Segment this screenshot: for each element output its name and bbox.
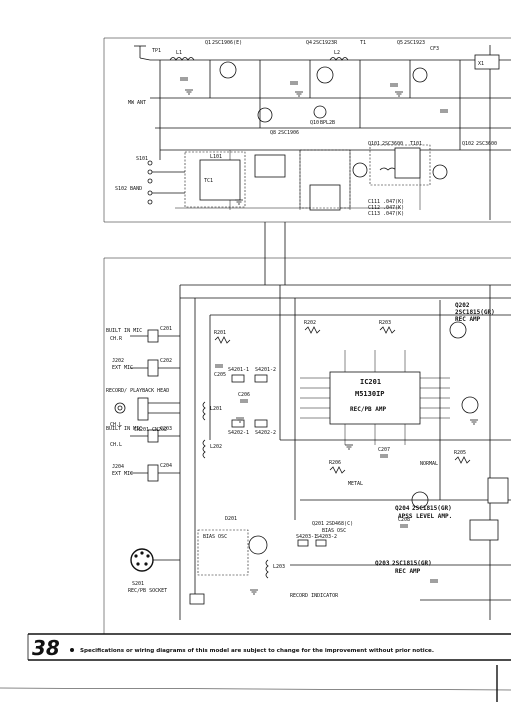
q203-function: REC AMP	[395, 568, 421, 575]
j204-label: EXT MIC	[112, 471, 133, 477]
socket-ref: S201	[132, 581, 144, 587]
j203-sub: CH.L	[110, 442, 122, 448]
q102-part: 2SC3600	[476, 141, 497, 147]
page-number: 38	[32, 636, 60, 660]
c202-label: C202	[160, 358, 172, 364]
s4201-2-label: S4201-2	[255, 367, 276, 373]
tuner-section: Q1 2SC1906(E) Q4 2SC1923R Q5 2SC1923 T1 …	[103, 37, 511, 223]
ic201-part: M5130IP	[355, 390, 385, 398]
s4203-2-label: S4203-2	[316, 534, 337, 540]
q204-function: APSS LEVEL AMP.	[398, 513, 452, 520]
t101-label: T101	[410, 141, 422, 147]
tp1-label: TP1	[152, 48, 161, 54]
q8-label: Q8	[270, 130, 276, 136]
l1-label: L1	[176, 50, 182, 56]
head-cn201: CN201	[134, 427, 149, 433]
record-indicator-label: RECORD INDICATOR	[290, 593, 339, 599]
s102-band-label: S102 BAND	[115, 186, 142, 192]
s4202-2-label: S4202-2	[255, 430, 276, 436]
ic201-function: REC/PB AMP	[350, 406, 387, 413]
q4-part: 2SC1923R	[313, 40, 338, 46]
j204-ref: J204	[112, 464, 124, 470]
q1-part: 2SC1906(E)	[212, 40, 242, 46]
c207-label: C207	[378, 447, 390, 453]
ic201-ref: IC201	[360, 378, 381, 386]
c205-label: C205	[214, 372, 226, 378]
j201-sub: CH.R	[110, 336, 123, 342]
q101-label: Q101	[368, 141, 380, 147]
metal-label: METAL	[348, 481, 363, 487]
cf3-label: CF3	[430, 46, 439, 52]
d201-label: D201	[225, 516, 237, 522]
q201-part: 2SD468(C)	[326, 521, 353, 527]
footer: 38 Specifications or wiring diagrams of …	[0, 633, 511, 702]
q201-ref: Q201	[312, 521, 324, 527]
q102-label: Q102	[462, 141, 474, 147]
q202-ref: Q202	[455, 302, 470, 309]
tc1-label: TC1	[204, 178, 213, 184]
s4202-1-label: S4202-1	[228, 430, 249, 436]
q203-part: 2SC1815(GR)	[392, 560, 432, 567]
s4203-1-label: S4203-1	[296, 534, 317, 540]
l203-label: L203	[273, 564, 285, 570]
r202-label: R202	[304, 320, 316, 326]
socket-label: REC/PB SOCKET	[128, 588, 167, 594]
q202-function: REC AMP	[455, 316, 481, 323]
c206-label: C206	[238, 392, 250, 398]
q201-function: BIAS OSC	[322, 528, 346, 534]
head-cn202: CN202	[152, 427, 167, 433]
cap-c113: C113 .047(K)	[368, 211, 404, 217]
r206-label: R206	[329, 460, 341, 466]
t1-label: T1	[360, 40, 366, 46]
q5-part: 2SC1923	[404, 40, 425, 46]
l101-label: L101	[210, 154, 222, 160]
j202-label: EXT MIC	[112, 365, 133, 371]
head-label: RECORD/ PLAYBACK HEAD	[106, 388, 169, 394]
q4-label: Q4	[306, 40, 312, 46]
q202-part: 2SC1815(GR)	[455, 309, 495, 316]
q10-part: BPL2B	[320, 120, 335, 126]
j201-label: BUILT IN MIC	[106, 328, 142, 334]
r201-label: R201	[214, 330, 226, 336]
footer-note: Specifications or wiring diagrams of thi…	[80, 648, 434, 654]
l202-label: L202	[210, 444, 222, 450]
j203-label: BUILT IN MIC	[106, 426, 142, 432]
normal-label: NORMAL	[420, 461, 438, 467]
cap-c111: C111 .047(K)	[368, 199, 404, 205]
mw-ant-label: MW ANT	[128, 100, 146, 106]
cap-c112: C112 .047(K)	[368, 205, 404, 211]
ic201-body	[329, 371, 421, 425]
c203-label: C203	[160, 426, 172, 432]
s101-label: S101	[136, 156, 148, 162]
c201-label: C201	[160, 326, 172, 332]
j202-ref: J202	[112, 358, 124, 364]
rec-pb-section: IC201 M5130IP REC/PB AMP	[103, 257, 511, 634]
q204-part: 2SC1815(GR)	[412, 505, 452, 512]
bias-osc-label: BIAS OSC	[203, 534, 227, 540]
q203-ref: Q203	[375, 560, 390, 567]
c204-label: C204	[160, 463, 172, 469]
r203-label: R203	[379, 320, 391, 326]
s4201-1-label: S4201-1	[228, 367, 249, 373]
head-sub: CH.L	[110, 422, 122, 428]
q5-label: Q5	[397, 40, 403, 46]
l201-label: L201	[210, 406, 222, 412]
q204-ref: Q204	[395, 505, 410, 512]
q8-part: 2SC1906	[278, 130, 299, 136]
q1-label: Q1	[205, 40, 211, 46]
r205-label: R205	[454, 450, 466, 456]
c208-label: C208	[398, 517, 410, 523]
x1-label: X1	[478, 61, 484, 67]
q101-part: 2SC3600	[382, 141, 403, 147]
q10-label: Q10	[310, 120, 319, 126]
l2-label: L2	[334, 50, 340, 56]
